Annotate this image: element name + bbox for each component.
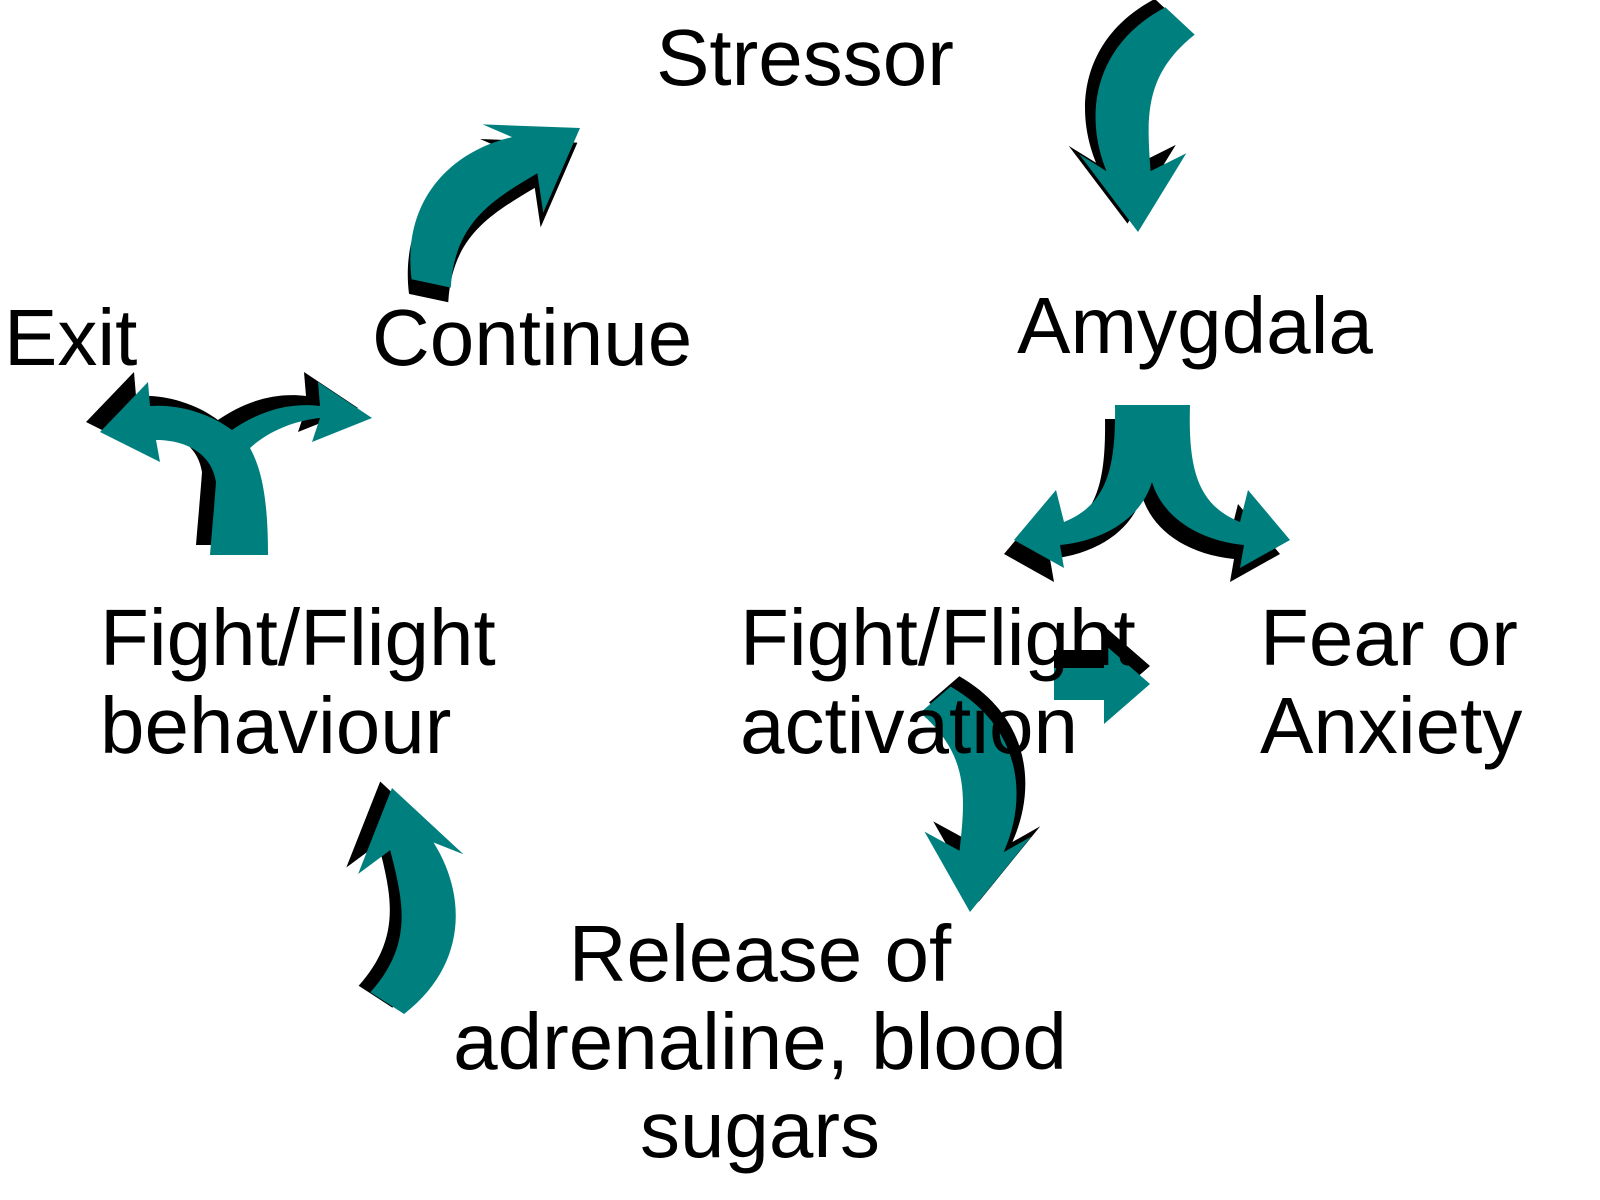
stressor-label: Stressor	[656, 13, 954, 102]
behaviour-line-1: Fight/Flight	[100, 593, 496, 682]
arrow-continue-to-stressor	[359, 79, 613, 318]
fear-or-anxiety-line-1: Fear or	[1260, 593, 1518, 682]
behaviour-line-2: behaviour	[100, 681, 452, 770]
activation-line-2: activation	[740, 681, 1078, 770]
exit-label: Exit	[4, 293, 138, 382]
release-line-2: adrenaline, blood	[453, 997, 1067, 1086]
arrow-amygdala-split	[1004, 405, 1290, 582]
fear-or-anxiety-line-2: Anxiety	[1260, 681, 1523, 770]
activation-line-1: Fight/Flight	[740, 593, 1136, 682]
node-stressor: Stressor	[640, 14, 970, 102]
node-continue: Continue	[372, 294, 712, 382]
amygdala-label: Amygdala	[1017, 281, 1373, 370]
node-fear-or-anxiety: Fear or Anxiety	[1260, 594, 1590, 770]
node-amygdala: Amygdala	[1000, 282, 1390, 370]
release-line-1: Release of	[568, 909, 952, 998]
release-line-3: sugars	[639, 1085, 881, 1174]
continue-label: Continue	[372, 293, 693, 382]
arrow-behaviour-split	[86, 372, 372, 555]
node-release-of-adrenaline: Release of adrenaline, blood sugars	[430, 910, 1090, 1174]
node-fight-flight-activation: Fight/Flight activation	[740, 594, 1140, 770]
arrow-stressor-to-amygdala	[1068, 0, 1195, 233]
node-exit: Exit	[4, 294, 164, 382]
node-fight-flight-behaviour: Fight/Flight behaviour	[100, 594, 520, 770]
